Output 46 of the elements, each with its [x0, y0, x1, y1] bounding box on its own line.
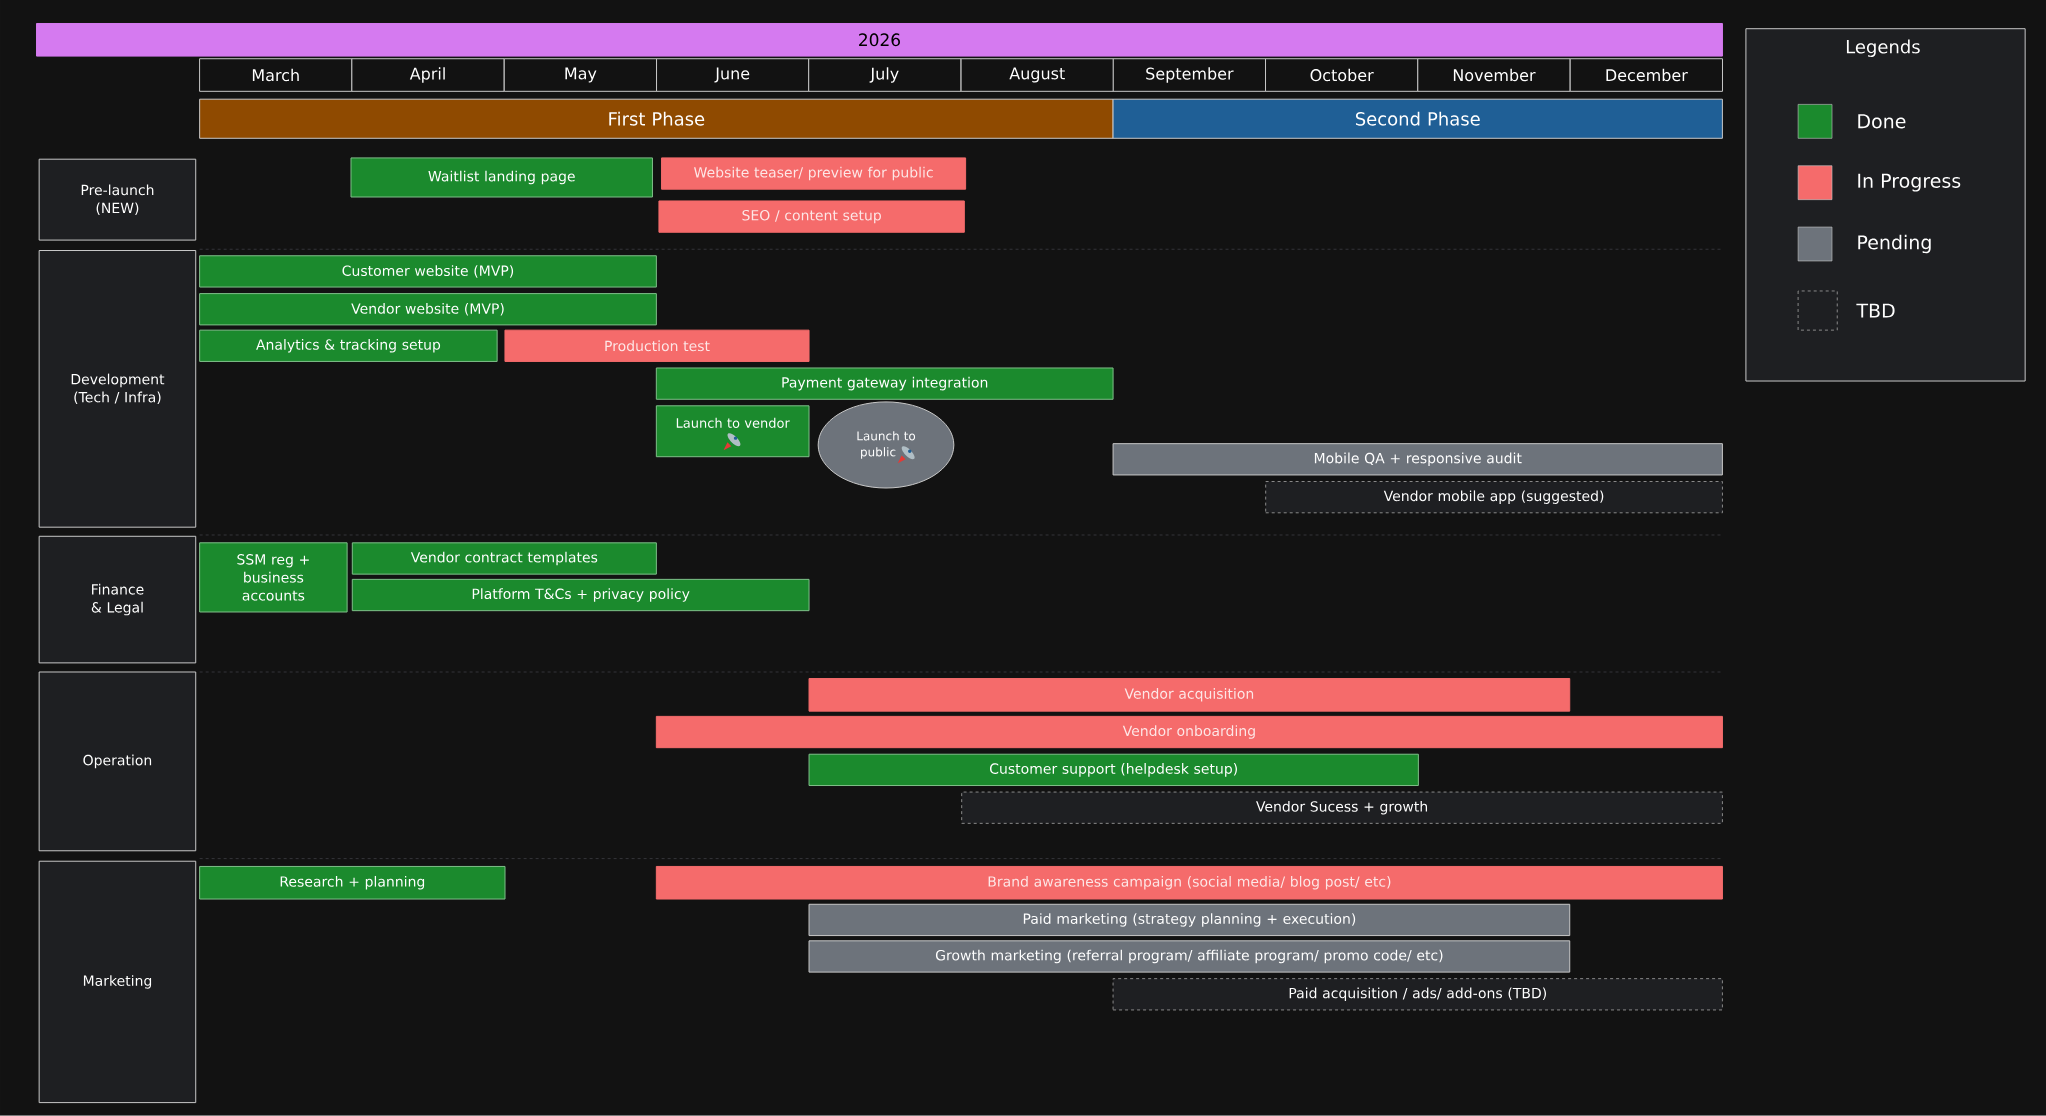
task-bar: Growth marketing (referral program/ affiliate program/ promo code/ etc) [808, 940, 1571, 973]
task-bar: Analytics & tracking setup [199, 329, 498, 363]
category-box: Marketing [38, 860, 197, 1104]
month-cell: May [503, 58, 658, 92]
task-bar: Production test [504, 329, 810, 363]
task-bar: Vendor onboarding [655, 716, 1723, 749]
task-bar: Payment gateway integration [655, 367, 1114, 400]
task-bar: Paid acquisition / ads/ add-ons (TBD) [1112, 978, 1723, 1011]
task-bar: Paid marketing (strategy planning + execution) [808, 903, 1571, 937]
month-cell: June [656, 58, 810, 92]
task-bar: Waitlist landing page [350, 157, 653, 198]
month-cell: September [1112, 58, 1267, 92]
legend-text: In Progress [1858, 173, 1961, 192]
legend-text: TBD [1856, 303, 1895, 318]
task-bar: Customer support (helpdesk setup) [808, 753, 1419, 787]
phase-bar: Second Phase [1112, 98, 1723, 139]
month-cell: April [351, 58, 505, 92]
category-box: Development (Tech / Infra) [38, 250, 197, 528]
task-bar: Research + planning [199, 866, 506, 900]
category-box: Pre-launch (NEW) [38, 158, 197, 241]
task-bar: Vendor Sucess + growth [961, 791, 1723, 825]
task-bar: Customer website (MVP) [199, 255, 657, 288]
task-bar: SEO / content setup [658, 200, 965, 233]
legend-text: Pending [1858, 235, 1931, 254]
task-bar: Platform T&Cs + privacy policy [351, 579, 810, 612]
task-bar: Launch to vendor [655, 405, 810, 458]
category-box: Finance & Legal [38, 535, 197, 664]
task-bar: SSM reg + business accounts [199, 542, 348, 613]
month-cell: November [1417, 58, 1571, 92]
task-bar: Brand awareness campaign (social media/ blog post/ etc) [655, 866, 1723, 900]
month-cell: July [808, 58, 962, 92]
task-bar: Vendor acquisition [808, 678, 1571, 712]
year-banner: 2026 [36, 23, 1723, 57]
month-cell: August [960, 58, 1114, 92]
month-cell: December [1569, 58, 1723, 92]
task-bar: Vendor website (MVP) [199, 293, 657, 326]
month-cell: March [199, 58, 353, 92]
task-bar: Mobile QA + responsive audit [1112, 443, 1723, 476]
legend-text: Done [1858, 114, 1906, 129]
category-box: Operation [38, 671, 197, 852]
legend-title: Legends [1846, 39, 1920, 58]
task-bar: Website teaser/ preview for public [661, 157, 967, 190]
task-bar: Vendor contract templates [351, 542, 657, 575]
month-cell: October [1265, 58, 1419, 92]
phase-bar: First Phase [199, 98, 1114, 139]
task-bar: Vendor mobile app (suggested) [1265, 481, 1723, 514]
